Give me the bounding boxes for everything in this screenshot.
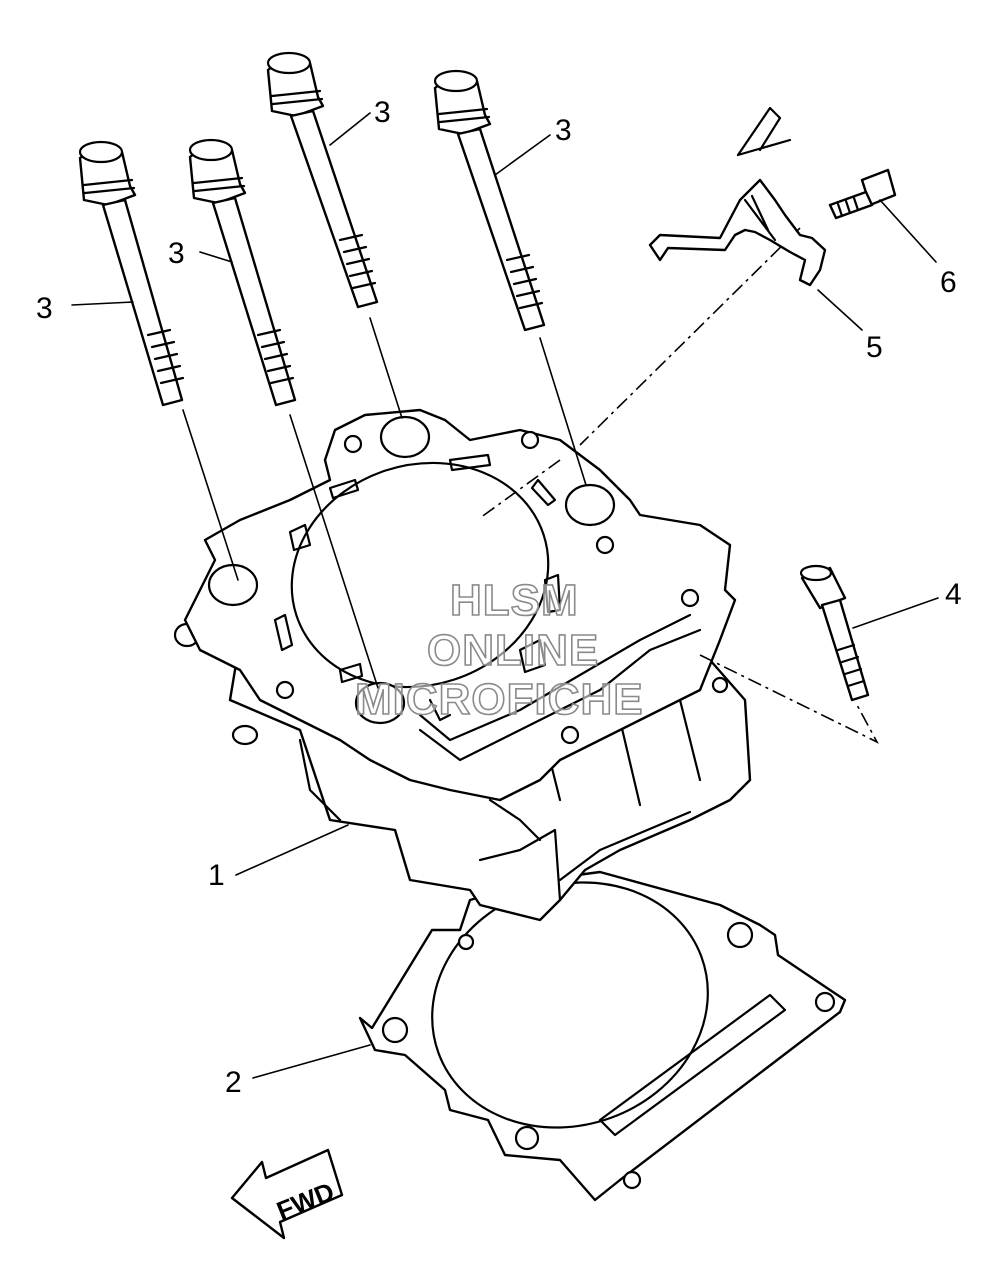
callout-3-right: 3 (555, 114, 572, 147)
stud-bolt-4 (433, 69, 546, 332)
stud-bolt-3 (266, 51, 379, 309)
watermark-line-1: HLSM (450, 576, 579, 625)
callout-4: 4 (945, 578, 962, 611)
watermark: HLSM ONLINE MICROFICHE (354, 575, 644, 725)
hose-guide (648, 106, 827, 287)
stud-bolt-2 (188, 138, 297, 407)
callout-1: 1 (208, 859, 225, 892)
assembly-guide-lines (182, 227, 879, 744)
cylinder-body (173, 408, 752, 922)
callout-5: 5 (866, 331, 883, 364)
stud-bolt-1 (78, 140, 185, 407)
callout-6: 6 (940, 266, 957, 299)
base-gasket (358, 870, 847, 1202)
callout-3-top: 3 (374, 96, 391, 129)
leader-lines (71, 112, 939, 1079)
watermark-line-3: MICROFICHE (355, 675, 644, 724)
flange-bolt (828, 168, 897, 220)
callout-3-left: 3 (36, 292, 53, 325)
callout-2: 2 (225, 1066, 242, 1099)
callouts: 1 2 3 3 3 3 4 5 6 (36, 96, 962, 1099)
callout-3-mid: 3 (168, 237, 185, 270)
fwd-arrow: FWD (230, 1148, 344, 1240)
watermark-line-2: ONLINE (427, 626, 599, 675)
cap-screw (799, 564, 870, 702)
